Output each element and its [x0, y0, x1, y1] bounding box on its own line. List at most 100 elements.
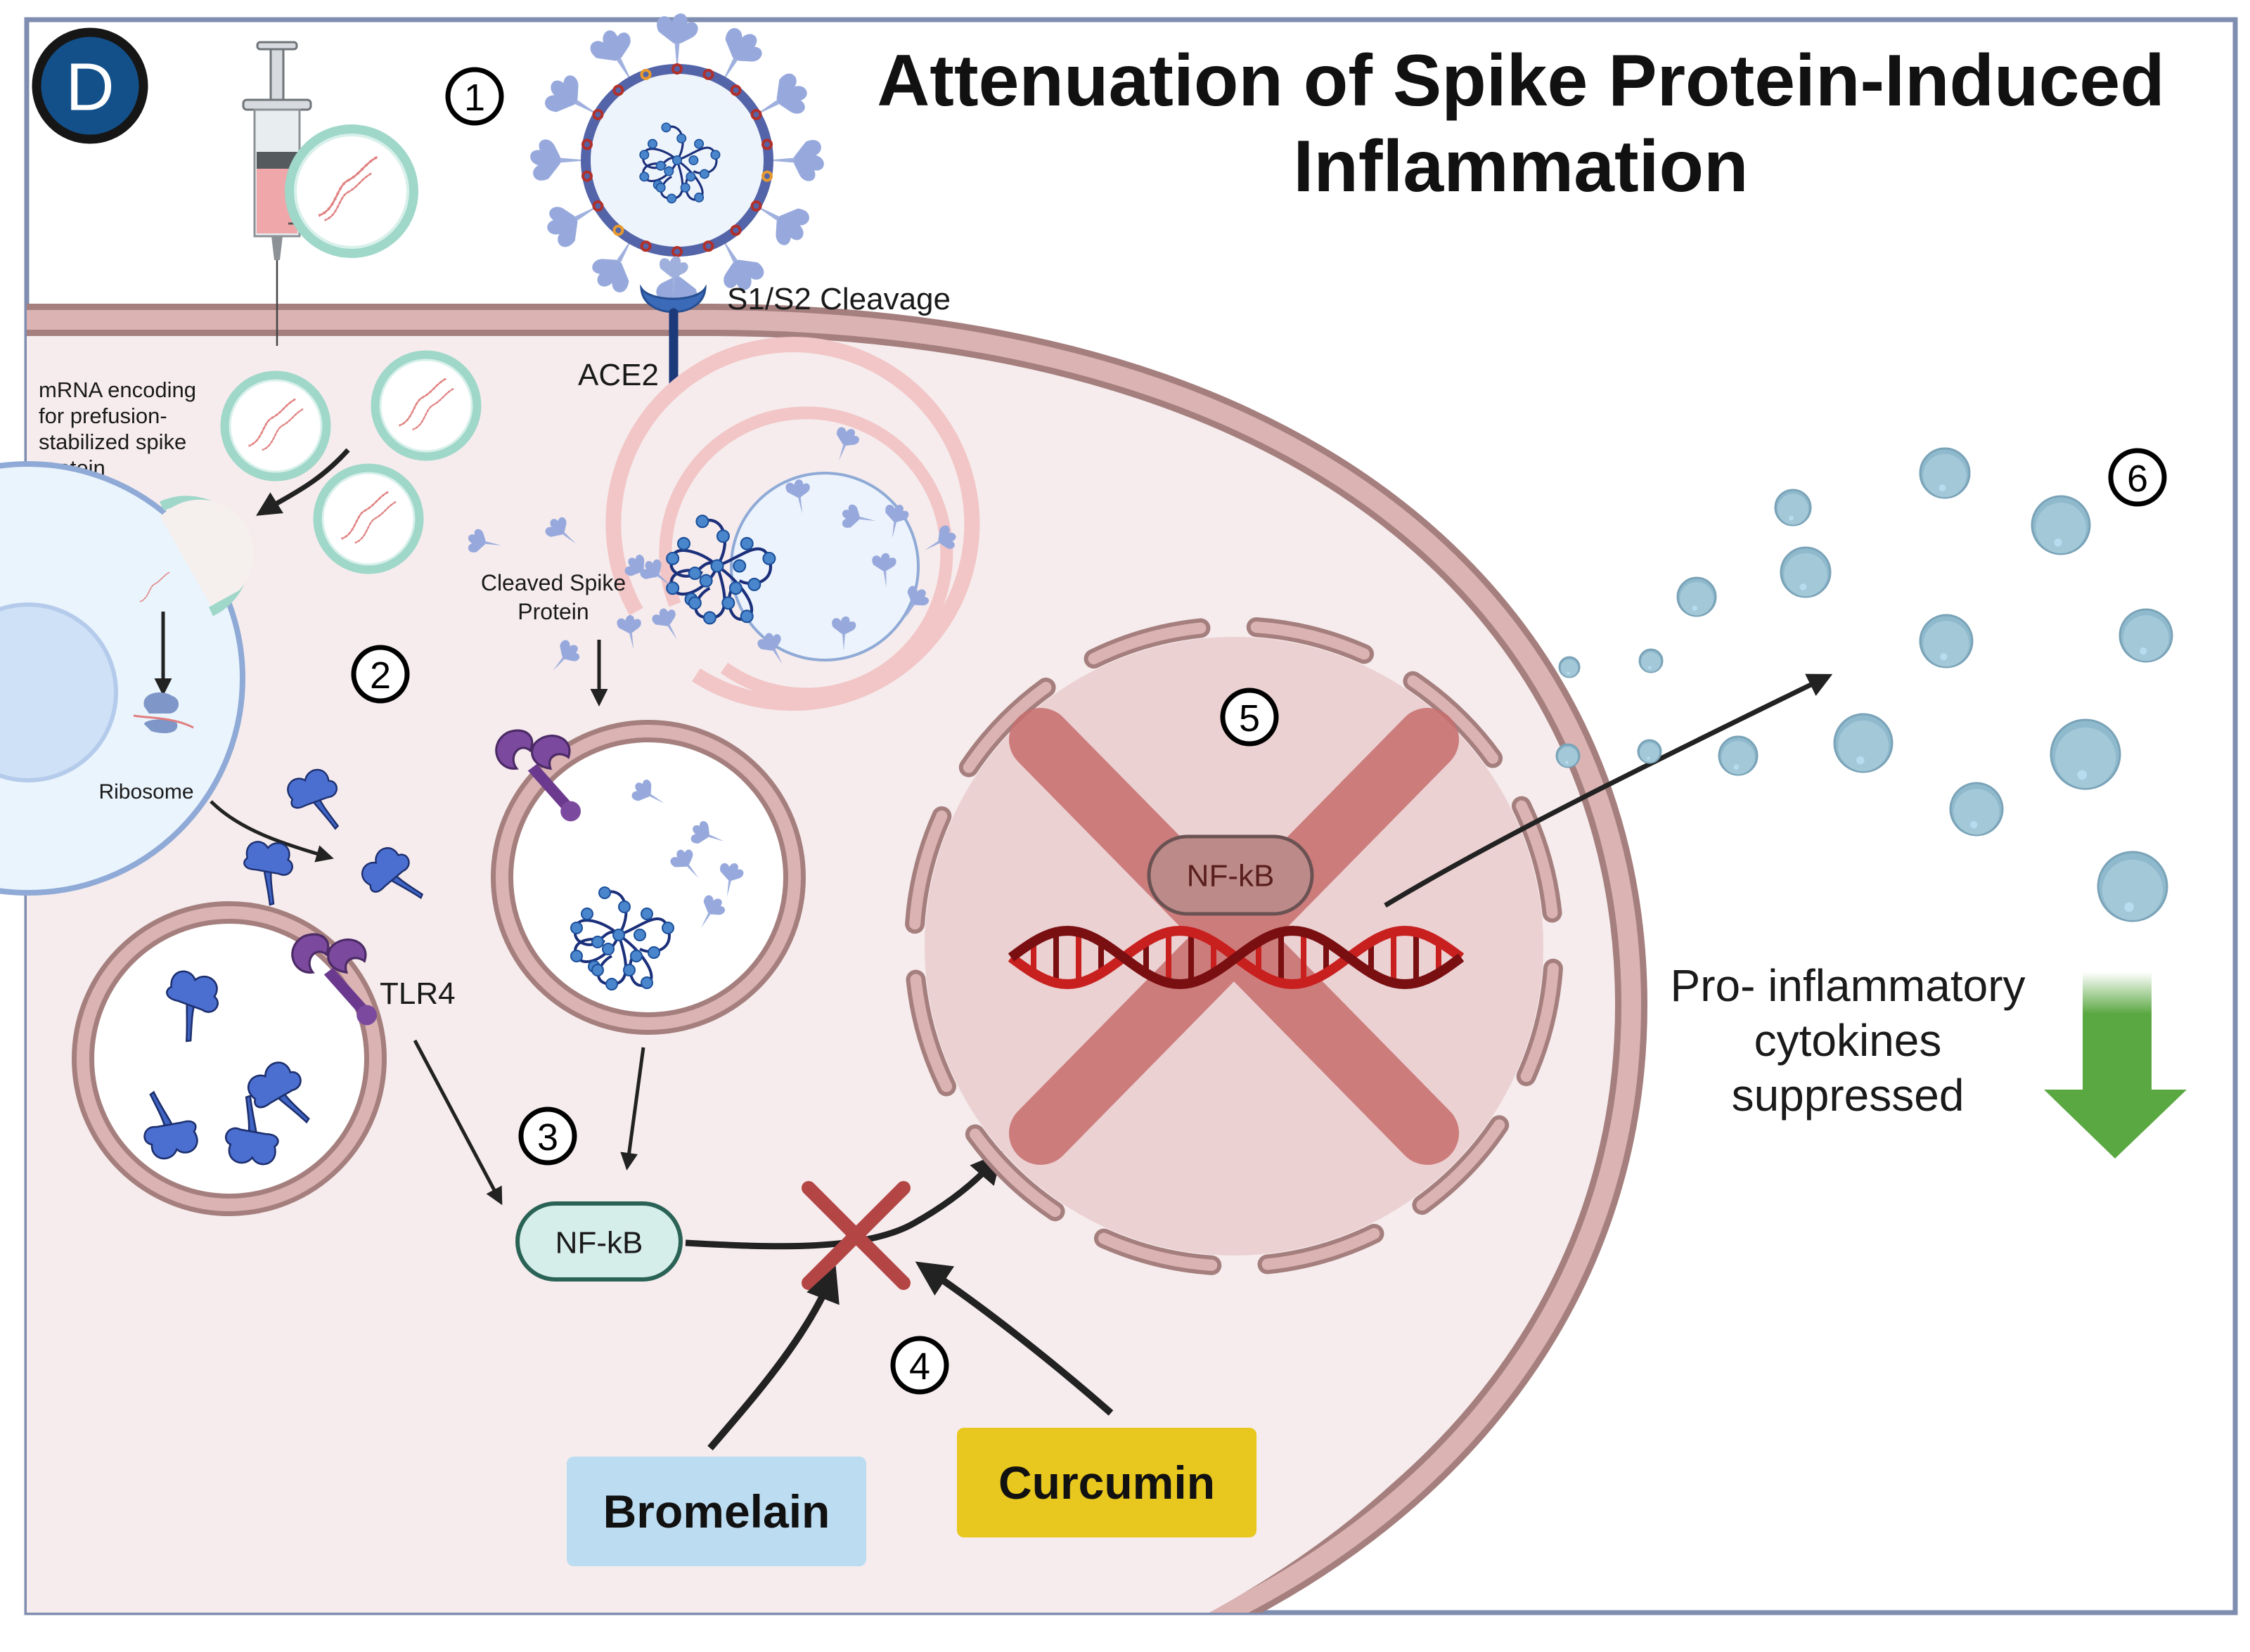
curcumin-arrow — [915, 1261, 1114, 1416]
translocation-arrow — [685, 1151, 1003, 1250]
svg-text:2: 2 — [370, 654, 391, 697]
envelope-protein-icon — [761, 138, 773, 150]
figure-title-line2: Inflammation — [1293, 126, 1748, 207]
svg-text:cytokines: cytokines — [1754, 1015, 1942, 1066]
step-6-marker: 6 — [2108, 448, 2167, 507]
decrease-arrow-icon — [2044, 972, 2187, 1159]
svg-text:suppressed: suppressed — [1732, 1070, 1965, 1121]
envelope-protein-icon — [671, 63, 683, 75]
panel-badge: D — [32, 27, 148, 144]
envelope-protein-icon — [640, 240, 652, 252]
secretion-arrow — [210, 800, 334, 863]
step-4-marker: 4 — [890, 1336, 949, 1395]
envelope-protein-icon — [750, 200, 762, 212]
envelope-protein-icon — [640, 68, 652, 80]
cytokine-icon — [1558, 656, 1581, 678]
lipid-nanoparticle — [285, 124, 418, 258]
cleaved-spike-label: Cleaved Spike Protein — [481, 570, 626, 624]
envelope-protein-icon — [612, 224, 624, 236]
svg-text:4: 4 — [909, 1346, 930, 1388]
svg-text:5: 5 — [1239, 697, 1260, 740]
nucleus: 5 NF-kB — [905, 617, 1563, 1275]
dna-strand — [1008, 925, 1465, 990]
endosome-spike — [72, 901, 387, 1216]
svg-text:Protein: Protein — [518, 599, 589, 624]
envelope-protein-icon — [581, 170, 593, 182]
cytokine-icon — [1774, 489, 1812, 527]
endosome-signal-arrow — [620, 1047, 645, 1170]
svg-text:stabilized spike: stabilized spike — [39, 430, 186, 454]
cytokine-icon — [2097, 851, 2168, 922]
envelope-protein-icon — [592, 109, 604, 120]
figure-title-line1: Attenuation of Spike Protein-Induced — [877, 40, 2165, 122]
svg-text:for prefusion-: for prefusion- — [39, 404, 167, 428]
ace2-receptor — [640, 256, 707, 390]
blocked-transcription-x-icon — [1009, 708, 1459, 1165]
curcumin-box: Curcumin — [957, 1428, 1256, 1537]
cytokine-release-arrow — [1384, 673, 1833, 908]
nfkb-nucleus: NF-kB — [1147, 834, 1314, 916]
envelope-protein-icon — [702, 68, 714, 80]
svg-text:Cleaved Spike: Cleaved Spike — [481, 570, 626, 595]
s1s2-cleavage-label: S1/S2 Cleavage — [727, 282, 951, 316]
lipid-nanoparticle — [371, 350, 482, 461]
sars-cov-2-virion — [530, 13, 824, 307]
svg-text:6: 6 — [2127, 458, 2148, 500]
nfkb-cytoplasm: NF-kB — [515, 1201, 683, 1282]
step-5-marker: 5 — [1220, 688, 1279, 747]
viral-endosome — [605, 337, 980, 711]
envelope-protein-icon — [581, 138, 593, 150]
cytokine-icon — [1676, 576, 1717, 617]
dna-double-helix-icon — [1008, 925, 1465, 990]
step-1-marker: 1 — [445, 67, 504, 126]
cytokine-icon — [1949, 782, 2004, 837]
uptake-arrow — [256, 448, 350, 516]
lipid-nanoparticle — [220, 370, 331, 482]
svg-text:3: 3 — [537, 1116, 558, 1159]
cytokine-icon — [2031, 495, 2091, 555]
envelope-protein-icon — [612, 84, 624, 96]
svg-text:Curcumin: Curcumin — [998, 1457, 1215, 1509]
cytokines-suppressed-label: Pro- inflammatory cytokines suppressed — [1671, 960, 2026, 1121]
envelope-protein-icon — [671, 246, 683, 257]
tlr4-label: TLR4 — [380, 976, 456, 1011]
envelope-protein-icon — [592, 200, 604, 212]
cytokine-icon — [2119, 608, 2173, 663]
bromelain-arrow — [707, 1265, 840, 1451]
step-2-marker: 2 — [351, 645, 410, 704]
envelope-protein-icon — [730, 224, 742, 236]
lipid-nanoparticles-cytoplasm — [220, 350, 482, 574]
lipid-nanoparticle — [313, 463, 424, 574]
ace2-label: ACE2 — [578, 358, 659, 392]
bromelain-box: Bromelain — [567, 1457, 866, 1566]
ribosome-label: Ribosome — [98, 780, 193, 804]
svg-text:Pro- inflammatory: Pro- inflammatory — [1671, 960, 2026, 1011]
plasma-membrane — [27, 310, 1642, 1613]
cytokine-icon — [1555, 743, 1581, 768]
cytokine-icon — [1780, 546, 1832, 598]
cytokine-icon — [1919, 614, 1974, 669]
endoplasmic-reticulum: Ribosome — [0, 461, 254, 896]
cytokine-icon — [1637, 739, 1662, 764]
svg-text:NF-kB: NF-kB — [1187, 859, 1275, 893]
envelope-protein-icon — [750, 109, 762, 120]
cytokine-icon — [1718, 735, 1759, 776]
svg-text:Bromelain: Bromelain — [603, 1485, 830, 1537]
envelope-protein-icon — [702, 240, 714, 252]
panel-letter: D — [65, 50, 114, 125]
cytokine-icon — [1638, 648, 1664, 673]
tlr4-signal-arrow — [413, 1039, 503, 1206]
cytokines — [1555, 447, 2173, 922]
envelope-protein-icon — [730, 84, 742, 96]
svg-text:1: 1 — [464, 77, 485, 119]
step-3-marker: 3 — [518, 1106, 577, 1166]
cytokine-icon — [1833, 713, 1894, 773]
svg-text:NF-kB: NF-kB — [555, 1226, 643, 1260]
ribosome-icon — [133, 692, 194, 733]
svg-text:mRNA encoding: mRNA encoding — [39, 377, 196, 402]
cytokine-icon — [1919, 447, 1971, 499]
envelope-protein-icon — [761, 170, 773, 182]
cytokine-icon — [2050, 718, 2121, 790]
